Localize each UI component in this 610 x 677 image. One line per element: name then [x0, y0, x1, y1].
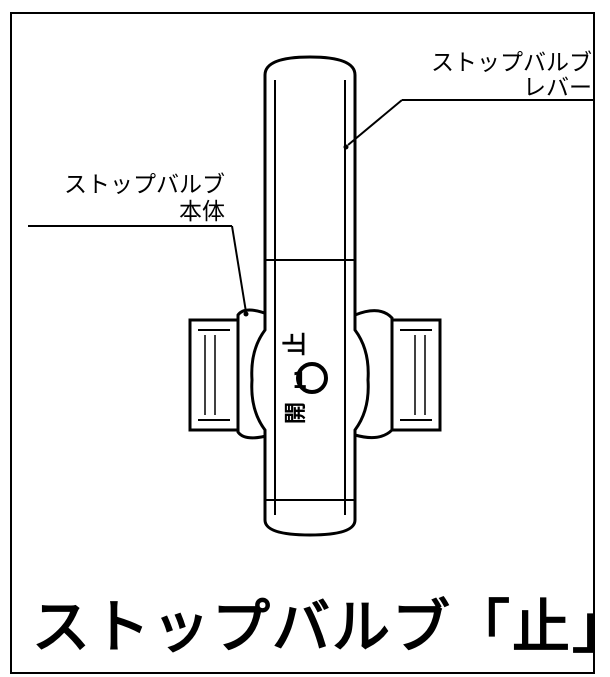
body-label-line1: ストップバルブ — [64, 172, 225, 198]
lever-hub — [296, 362, 328, 394]
stop-mark: 止 — [281, 332, 309, 356]
body-label-line2: 本体 — [179, 199, 225, 225]
body-leader-line — [28, 225, 247, 313]
open-mark-number: 1 — [292, 369, 307, 394]
valve-lever — [250, 55, 370, 537]
open-mark: 開 — [284, 402, 309, 424]
lever-label-line2: レバー — [523, 75, 592, 101]
diagram-caption: ストップバルブ「止」 — [32, 593, 610, 661]
lever-label-line1: ストップバルブ — [431, 50, 592, 76]
lever-leader-dot — [343, 144, 349, 150]
body-leader-dot — [243, 311, 249, 317]
lever-leader-line — [347, 99, 595, 146]
